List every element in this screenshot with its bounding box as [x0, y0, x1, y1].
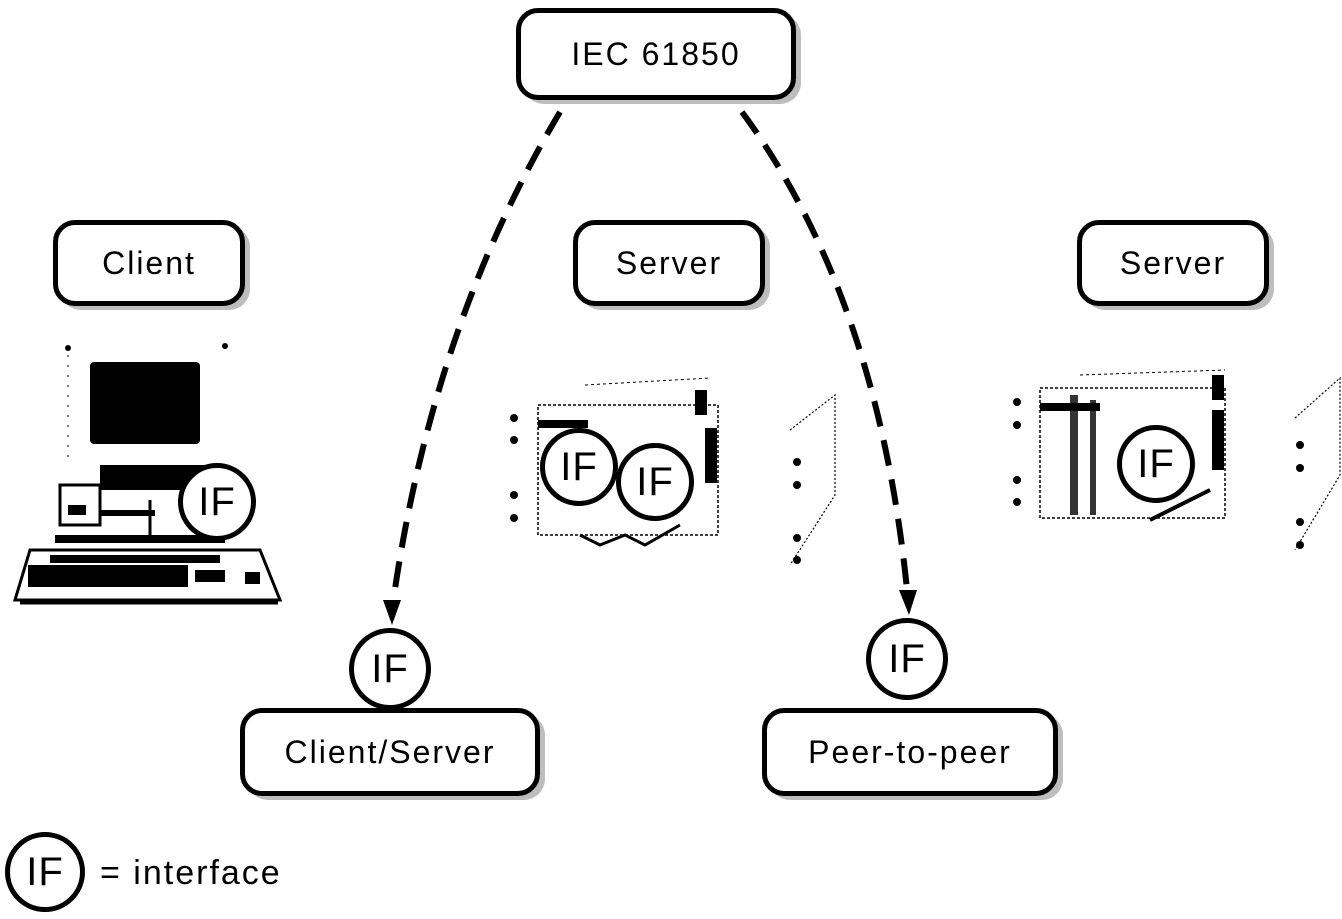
server-role-box-2: Server: [1077, 220, 1269, 306]
arrowhead-peer-to-peer: [899, 590, 917, 615]
server-rack-icon-1: [510, 377, 836, 566]
interface-icon-server-1a: IF: [540, 428, 618, 506]
server-role-box-1: Server: [573, 220, 765, 306]
peer-to-peer-mode-label: Peer-to-peer: [808, 733, 1012, 770]
arrowhead-client-server: [383, 600, 401, 625]
client-role-label: Client: [102, 244, 196, 281]
client-computer-icon: [12, 343, 283, 605]
server-role-label-2: Server: [1119, 244, 1227, 281]
interface-icon-client: IF: [178, 463, 256, 541]
peer-to-peer-mode-box: Peer-to-peer: [762, 708, 1058, 796]
interface-icon-server-2: IF: [1117, 425, 1195, 503]
client-role-box: Client: [53, 220, 245, 306]
client-server-mode-label: Client/Server: [284, 733, 496, 770]
legend-text: = interface: [100, 854, 282, 892]
server-rack-icon-2: [1013, 369, 1341, 551]
iec-61850-node: IEC 61850: [516, 8, 796, 100]
client-server-mode-box: Client/Server: [240, 708, 540, 796]
interface-icon-peer-to-peer: IF: [866, 618, 948, 700]
server-role-label-1: Server: [615, 244, 723, 281]
interface-icon-server-1b: IF: [616, 443, 694, 521]
legend-interface-icon: IF: [5, 832, 85, 912]
iec-61850-label: IEC 61850: [571, 35, 741, 72]
edge-iec-to-client-server: [389, 110, 563, 611]
edge-iec-to-peer-to-peer: [739, 110, 911, 601]
interface-icon-client-server: IF: [349, 628, 431, 710]
